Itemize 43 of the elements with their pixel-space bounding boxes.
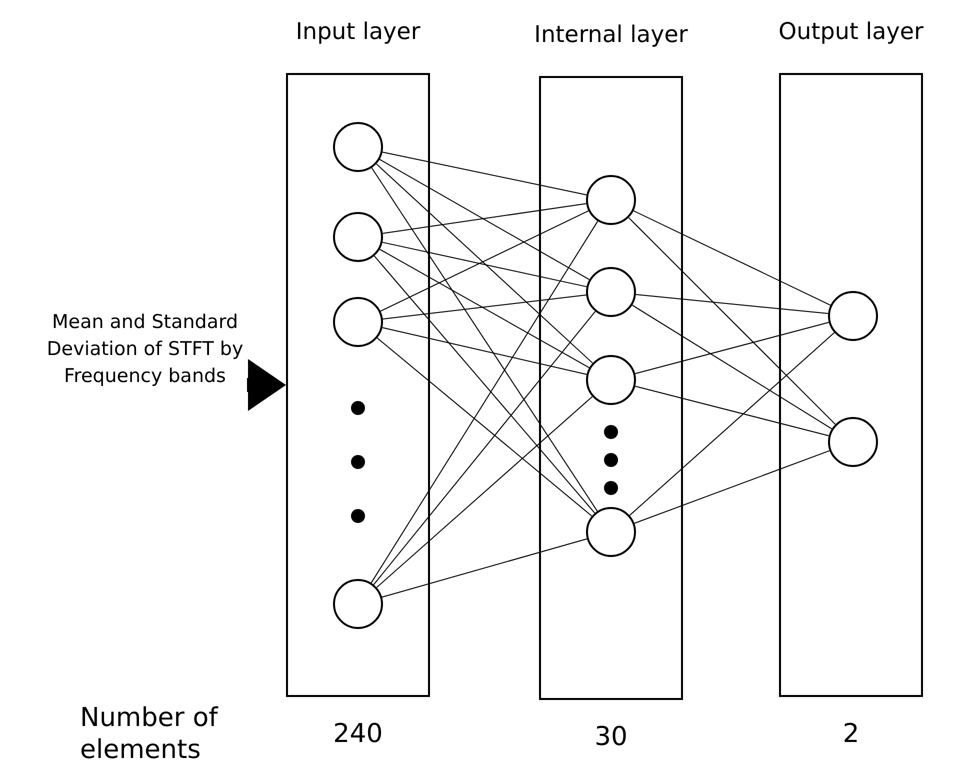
connection-line (376, 396, 593, 588)
neuron-circle (586, 267, 636, 317)
neuron-circle (586, 507, 636, 557)
neuron-circle (828, 417, 878, 467)
neuron-circle (333, 122, 383, 172)
axis-note: Number of elements (80, 702, 220, 766)
input-description: Mean and Standard Deviation of STFT by Frequency bands (45, 309, 245, 390)
connection-line (382, 538, 588, 598)
connection-line (635, 294, 829, 314)
connection-line (371, 167, 598, 512)
element-count: 30 (594, 722, 628, 752)
connection-line (382, 294, 587, 320)
connection-line (632, 304, 832, 430)
layer-title: Input layer (296, 18, 420, 47)
neuron-circle (586, 175, 636, 225)
connection-line (376, 337, 592, 517)
connection-line (634, 322, 830, 374)
neuron-circle (333, 212, 383, 262)
connection-line (370, 220, 598, 584)
layer-title: Internal layer (534, 21, 688, 50)
connection-line (382, 152, 588, 196)
neuron-circle (333, 297, 383, 347)
connection-line (629, 332, 835, 516)
connection-line (373, 310, 596, 586)
connection-line (628, 217, 836, 425)
block-arrow (247, 359, 286, 411)
connection-line (634, 386, 830, 436)
connection-line (633, 210, 831, 306)
layer-title: Output layer (778, 18, 924, 47)
neuron-circle (828, 291, 878, 341)
element-count: 2 (842, 719, 860, 749)
neuron-circle (586, 355, 636, 405)
neuron-circle (333, 579, 383, 629)
connection-line (634, 450, 830, 524)
element-count: 240 (333, 719, 383, 749)
connection-line (380, 210, 589, 312)
connection-line (376, 163, 594, 364)
connection-line (374, 255, 596, 514)
connection-line (382, 242, 588, 288)
connection-line (379, 158, 590, 280)
connection-line (382, 327, 588, 375)
connection-line (379, 248, 590, 368)
connection-line (382, 203, 587, 234)
